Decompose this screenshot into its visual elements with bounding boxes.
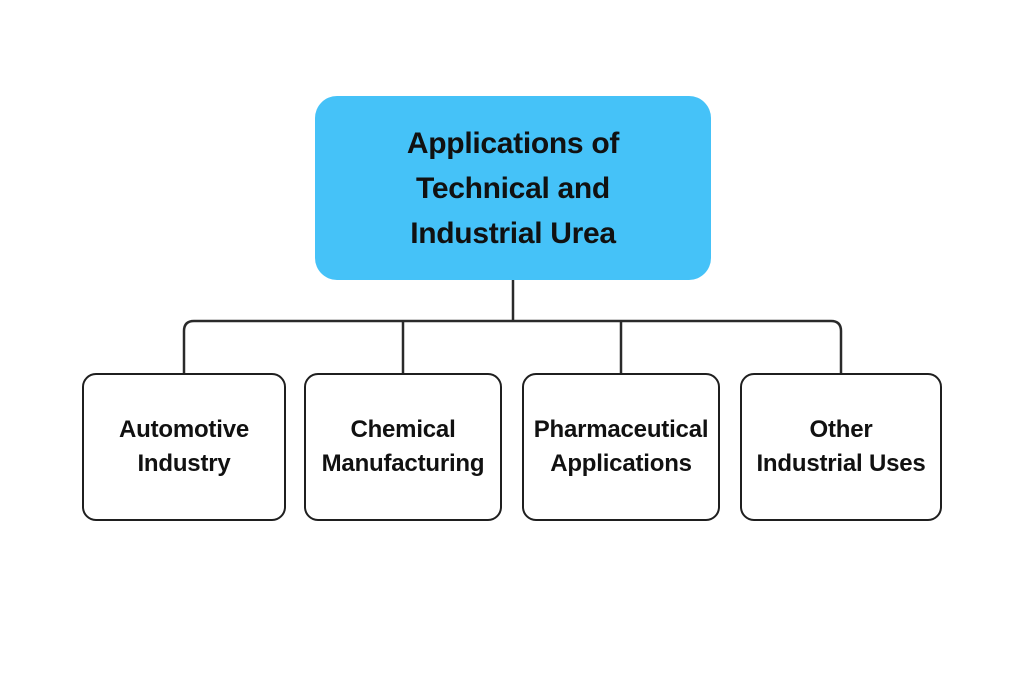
node-automotive-industry: Automotive Industry — [82, 373, 286, 521]
node-label-line2: Industrial Uses — [756, 450, 926, 477]
node-label-line1: Automotive — [118, 416, 249, 443]
node-label-line1: Pharmaceutical — [533, 416, 709, 443]
node-label-line2: Applications — [550, 450, 692, 477]
root-node-applications-of-technical-and-industrial-urea: Applications of Technical and Industrial… — [315, 96, 711, 280]
root-node-label-line1: Applications of — [406, 126, 620, 160]
connector-branch — [182, 319, 843, 373]
node-pharmaceutical-applications: Pharmaceutical Applications — [522, 373, 720, 521]
node-chemical-manufacturing: Chemical Manufacturing — [304, 373, 502, 521]
node-label-line1: Chemical — [350, 416, 456, 443]
node-label-line2: Manufacturing — [321, 450, 485, 477]
node-other-industrial-uses: Other Industrial Uses — [740, 373, 942, 521]
node-label-line1: Other — [809, 416, 873, 443]
node-label-line2: Industry — [137, 450, 231, 477]
root-node-label-line2: Technical and — [416, 171, 610, 205]
root-node-label-line3: Industrial Urea — [410, 216, 616, 250]
